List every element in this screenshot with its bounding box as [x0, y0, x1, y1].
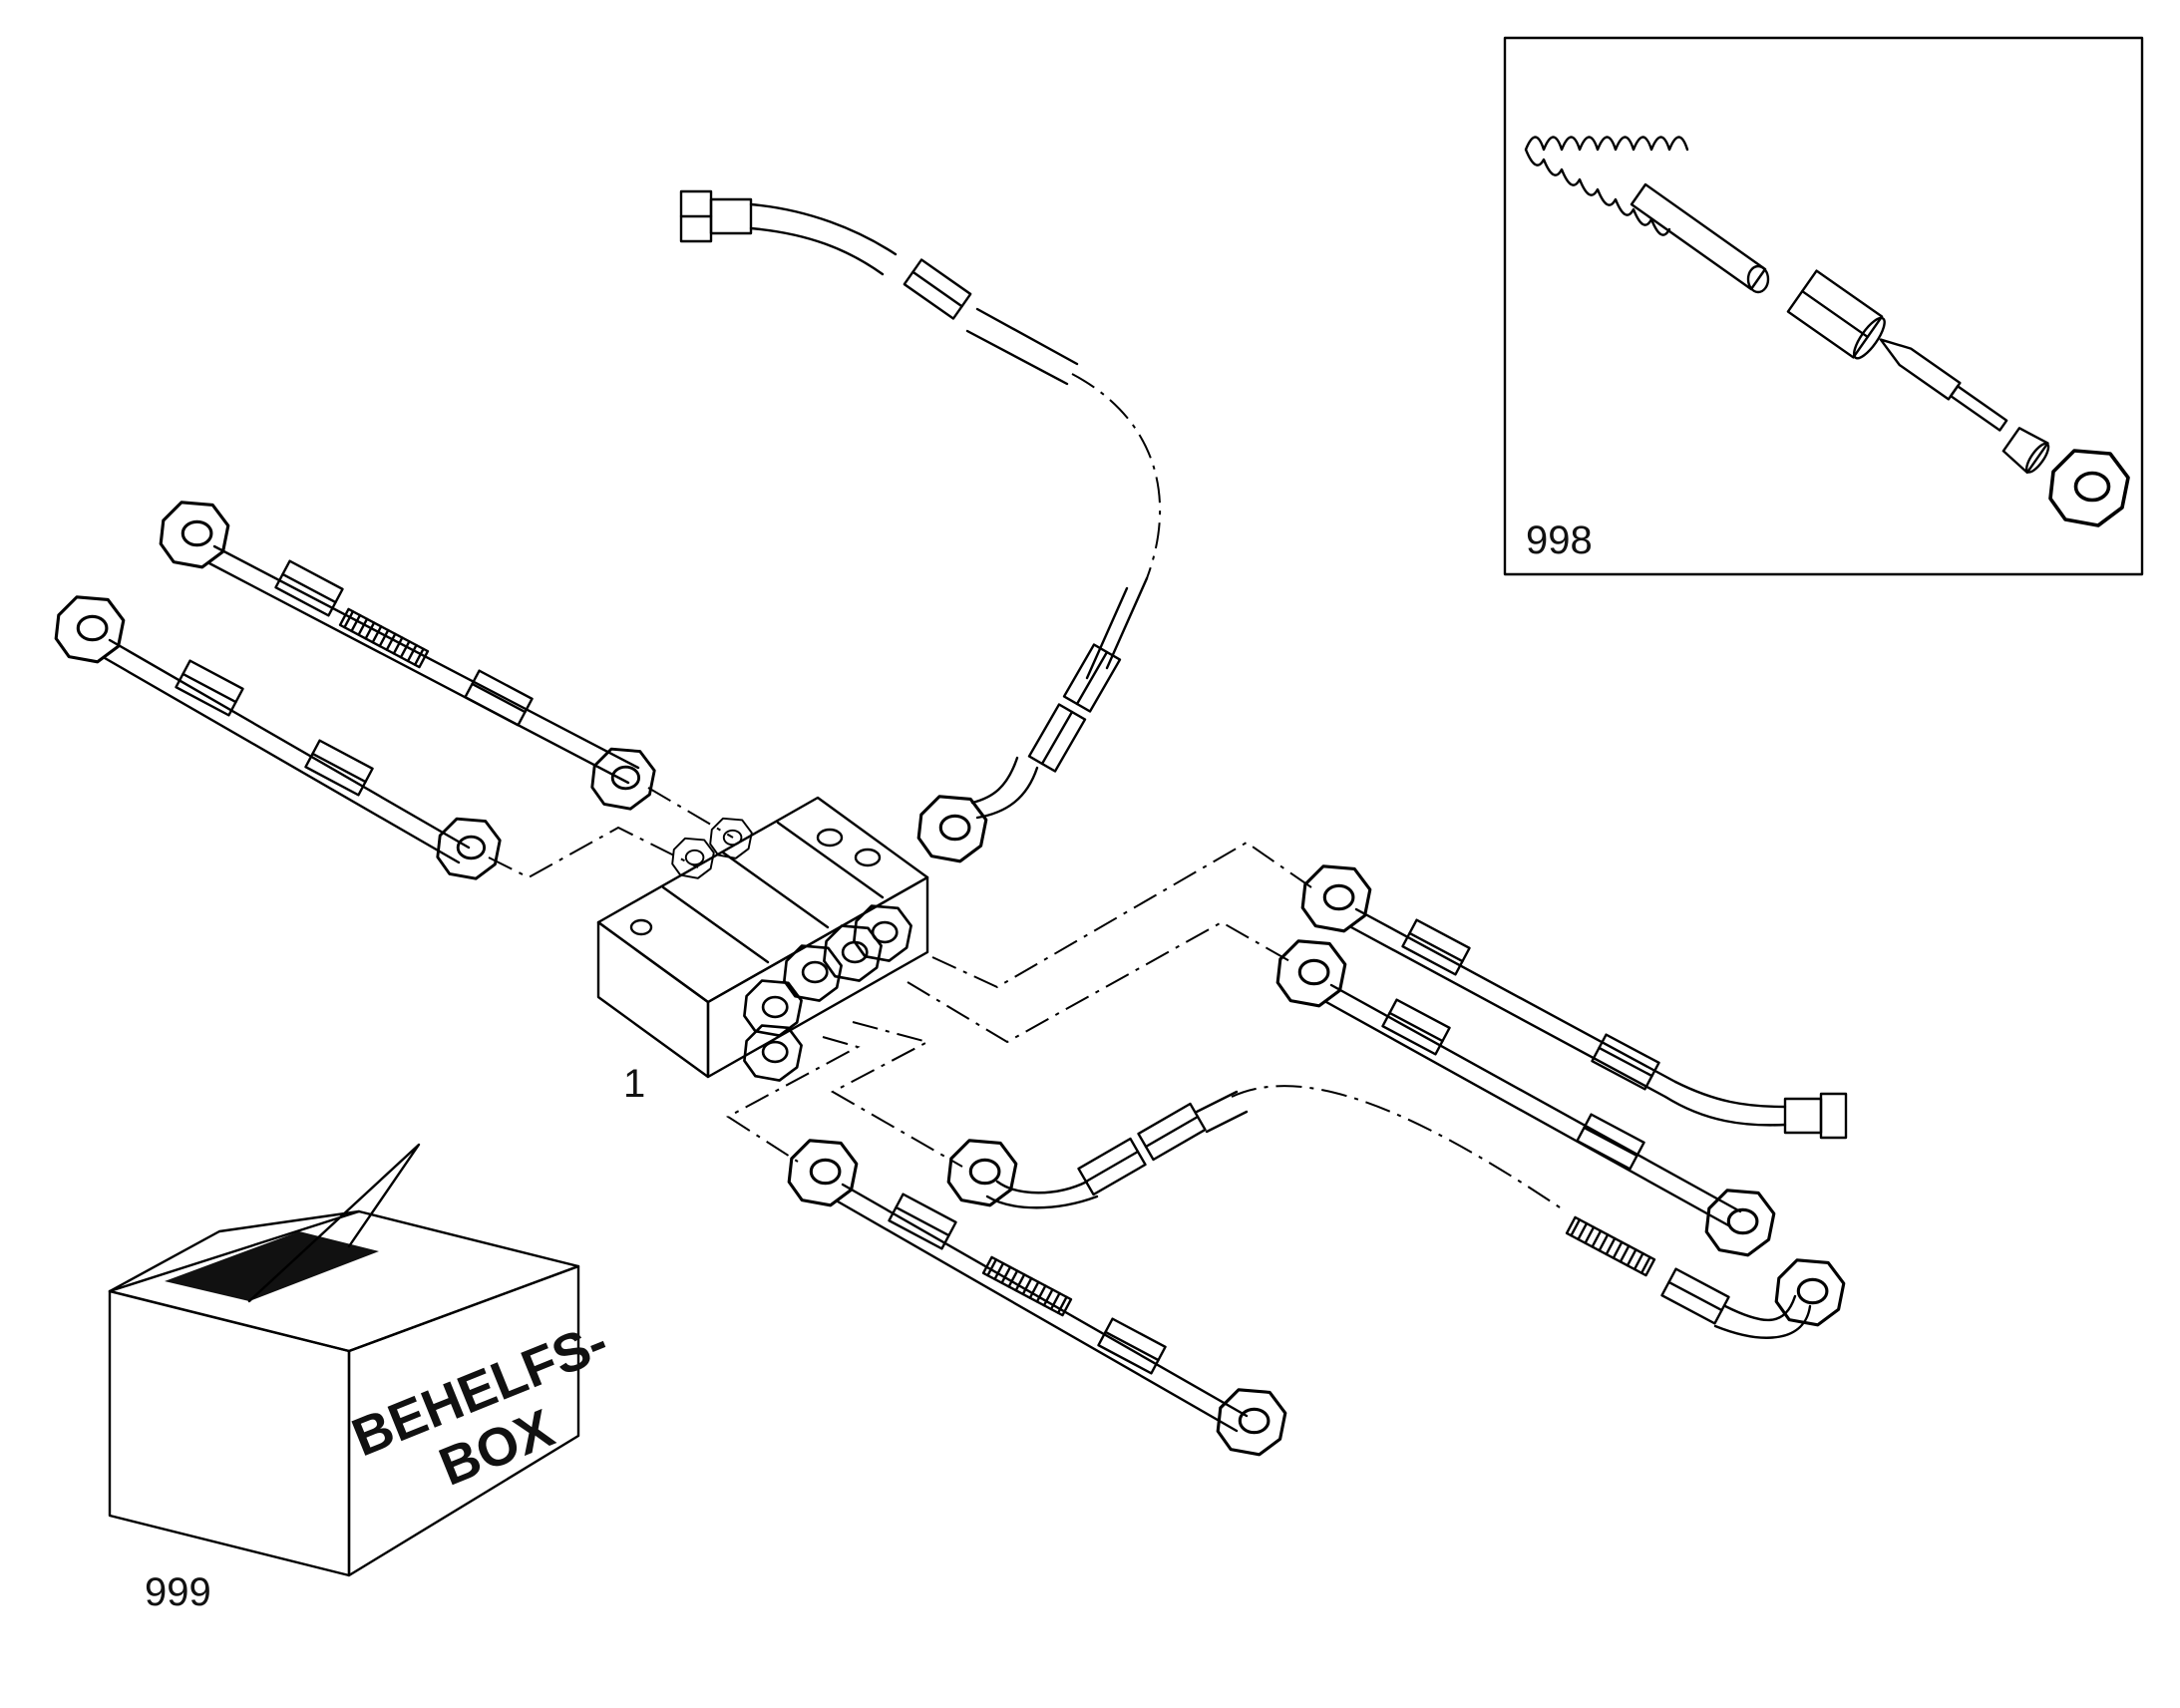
left-upper-line	[159, 501, 734, 839]
connector-dashes	[726, 841, 1567, 1212]
distributor-block: 1	[596, 796, 929, 1106]
kit-hexnut	[2048, 449, 2130, 527]
behelfs-box: BEHELFS- BOX 999	[108, 1143, 616, 1614]
kit-ferrule	[2001, 427, 2050, 475]
label-1: 1	[623, 1062, 645, 1106]
right-middle-line	[1275, 939, 1776, 1257]
kit-tube	[1630, 182, 1770, 294]
bottom-line	[787, 1139, 1287, 1457]
right-lower-line	[1565, 1215, 1846, 1339]
label-998: 998	[1526, 518, 1593, 562]
kit-spring	[1524, 136, 1689, 236]
repair-kit-inset: 998	[1503, 36, 2144, 576]
kit-union	[1786, 269, 1886, 360]
label-999: 999	[145, 1570, 211, 1614]
center-bent-line	[946, 1090, 1249, 1209]
left-lower-line	[54, 595, 699, 880]
right-upper-line	[1300, 864, 1848, 1140]
top-pipe-line	[679, 189, 1162, 863]
kit-nipple	[1879, 338, 2008, 432]
